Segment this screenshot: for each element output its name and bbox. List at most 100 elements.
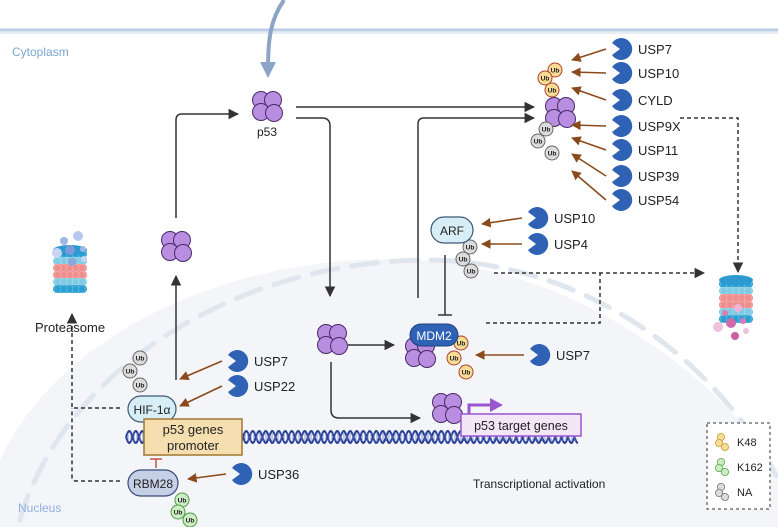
transcription-start-arrow (467, 403, 492, 416)
ubiquitin: Ub (544, 145, 560, 161)
svg-text:Ub: Ub (178, 498, 187, 505)
rbm28-label: RBM28 (133, 477, 173, 491)
dub-usp36-rbm28: USP36 (187, 463, 299, 486)
svg-text:p53 genes: p53 genes (163, 422, 224, 437)
dub-label: USP9X (638, 119, 681, 134)
dub-usp9x-cytoplasm: USP9X (571, 115, 681, 137)
svg-text:Ub: Ub (466, 245, 475, 252)
stress-signal-arrow (260, 0, 286, 78)
arf-node: ARF (430, 216, 474, 244)
ubiquitin: Ub (458, 364, 474, 380)
nucleus-label: Nucleus (18, 501, 61, 515)
dub-cyld-cytoplasm: CYLD (571, 86, 673, 112)
dub-label: USP7 (638, 42, 672, 57)
svg-text:Ub: Ub (534, 139, 543, 146)
mdm2-label: MDM2 (416, 329, 452, 343)
svg-text:Ub: Ub (548, 88, 557, 95)
p53-tetramer-nuclear (317, 324, 348, 355)
svg-text:Ub: Ub (467, 269, 476, 276)
dub-enzyme-icon (528, 207, 549, 230)
ubiquitin: Ub (544, 82, 560, 98)
svg-text:Ub: Ub (136, 356, 145, 363)
ubiquitin: Ub (462, 239, 478, 255)
ubiquitin: Ub (455, 251, 471, 267)
dashed-ub-to-proteasome (680, 117, 744, 274)
dub-enzyme-icon (612, 165, 633, 187)
dub-label: USP11 (638, 143, 678, 158)
ubiquitin: Ub (170, 504, 186, 520)
dub-usp7-mdm2: USP7 (475, 344, 590, 366)
svg-text:promoter: promoter (167, 438, 220, 453)
legend-item-k162: K162 (715, 457, 763, 476)
ubiquitin: Ub (537, 70, 553, 86)
p53-genes-promoter-box: p53 genes promoter (143, 418, 243, 456)
arrow-p53-to-target (330, 362, 422, 424)
ubiquitin: Ub (446, 350, 462, 366)
dub-layer: USP7USP10CYLDUSP9XUSP11USP39USP54USP10US… (179, 38, 681, 486)
proteasome-left (53, 245, 87, 293)
ubiquitin: Ub (132, 350, 148, 366)
dub-enzyme-icon (612, 139, 633, 161)
dub-usp10-cytoplasm: USP10 (571, 62, 679, 85)
nuclear-envelope (17, 257, 778, 523)
proteasome-label: Proteasome (35, 320, 105, 335)
dashed-mdm2-to-proteasome (486, 273, 601, 324)
dub-usp7-cytoplasm: USP7 (571, 38, 672, 62)
dub-enzyme-icon (528, 233, 549, 256)
dashed-hif-to-proteasome (66, 312, 120, 409)
p53-tetramer-released (161, 231, 192, 262)
hif1a-label: HIF-1α (134, 403, 171, 417)
dub-enzyme-icon (228, 375, 249, 398)
svg-text:Ub: Ub (459, 257, 468, 264)
dub-usp22-hif1a: USP22 (179, 375, 295, 407)
dub-enzyme-icon (228, 350, 249, 373)
dub-usp4-arf: USP4 (481, 233, 588, 256)
arf-label: ARF (440, 224, 464, 238)
dub-usp39-cytoplasm: USP39 (571, 153, 679, 187)
svg-text:Ub: Ub (541, 76, 550, 83)
dub-usp54-cytoplasm: USP54 (571, 170, 679, 212)
svg-text:K162: K162 (737, 462, 763, 474)
transcriptional-activation-label: Transcriptional activation (473, 477, 605, 491)
p53-tetramer-cytoplasm (252, 91, 283, 122)
peptide-fragments-right (713, 304, 749, 340)
ubiquitin: Ub (122, 363, 138, 379)
svg-text:NA: NA (737, 487, 753, 499)
svg-text:Ub: Ub (174, 510, 183, 517)
dub-enzyme-icon (612, 89, 633, 112)
mdm2-node: MDM2 (409, 323, 459, 347)
arrow-to-p53 (175, 108, 240, 218)
legend-item-k48: K48 (715, 432, 757, 451)
peptide-fragments-left (52, 231, 87, 266)
dub-label: USP10 (554, 211, 595, 226)
dub-enzyme-icon (612, 189, 633, 212)
dub-label: USP4 (554, 237, 588, 252)
dub-label: USP22 (254, 379, 295, 394)
p53-target-genes-box: p53 target genes (460, 413, 582, 437)
dub-label: CYLD (638, 93, 673, 108)
svg-text:p53 target genes: p53 target genes (474, 419, 568, 433)
dub-enzyme-icon (612, 62, 633, 85)
svg-text:Ub: Ub (548, 151, 557, 158)
dub-enzyme-icon (232, 463, 253, 486)
hif1a-node: HIF-1α (127, 395, 177, 423)
ubiquitin: Ub (463, 263, 479, 279)
dub-enzyme-icon (612, 38, 633, 60)
p53-tetramer-dna-bound (432, 393, 463, 424)
arrow-mdm2-to-ub (417, 112, 536, 298)
svg-text:Ub: Ub (457, 341, 466, 348)
svg-text:Ub: Ub (462, 370, 471, 377)
ubiquitin: Ub (530, 133, 546, 149)
ubiquitin: Ub (547, 62, 563, 78)
dub-usp10-arf: USP10 (481, 207, 595, 230)
dub-enzyme-icon (612, 115, 633, 137)
svg-text:Ub: Ub (126, 369, 135, 376)
dub-usp7-hif1a: USP7 (179, 350, 288, 381)
dub-label: USP7 (254, 354, 288, 369)
dub-label: USP36 (258, 467, 299, 482)
svg-text:Ub: Ub (551, 68, 560, 75)
dub-label: USP54 (638, 193, 679, 208)
rbm28-node: RBM28 (127, 469, 179, 497)
